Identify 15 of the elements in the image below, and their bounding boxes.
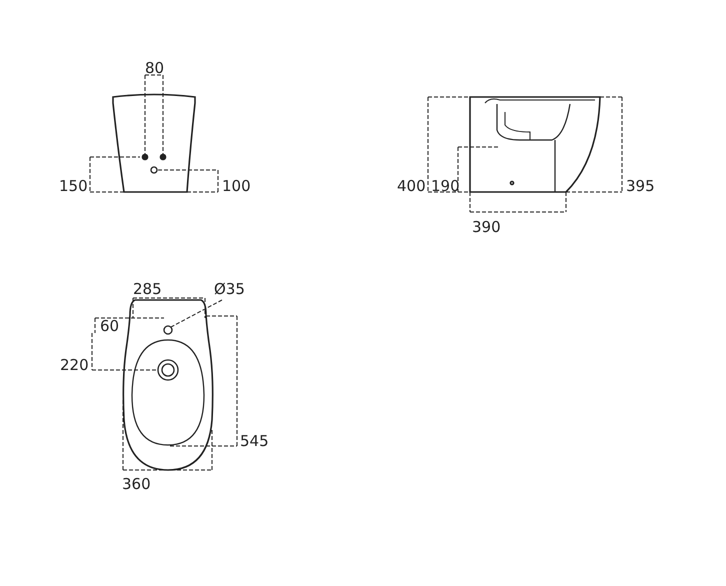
dimension-label: 80: [145, 61, 164, 76]
dimension-label: 60: [100, 319, 120, 334]
dimension-label: 150: [59, 179, 88, 194]
dimension-label: 100: [222, 179, 251, 194]
leader-line: [170, 300, 222, 328]
dimension-label: 220: [60, 358, 89, 373]
dimension-label: 190: [431, 179, 460, 194]
dimension-label: 400: [397, 179, 426, 194]
dimension-label: 390: [472, 220, 501, 235]
dimension-label: 360: [122, 477, 151, 492]
tap-hole: [163, 325, 173, 335]
dimension-label: Ø35: [214, 282, 245, 297]
dimension-label: 545: [240, 434, 269, 449]
dimension-label: 395: [626, 179, 655, 194]
dimension-label: 285: [133, 282, 162, 297]
